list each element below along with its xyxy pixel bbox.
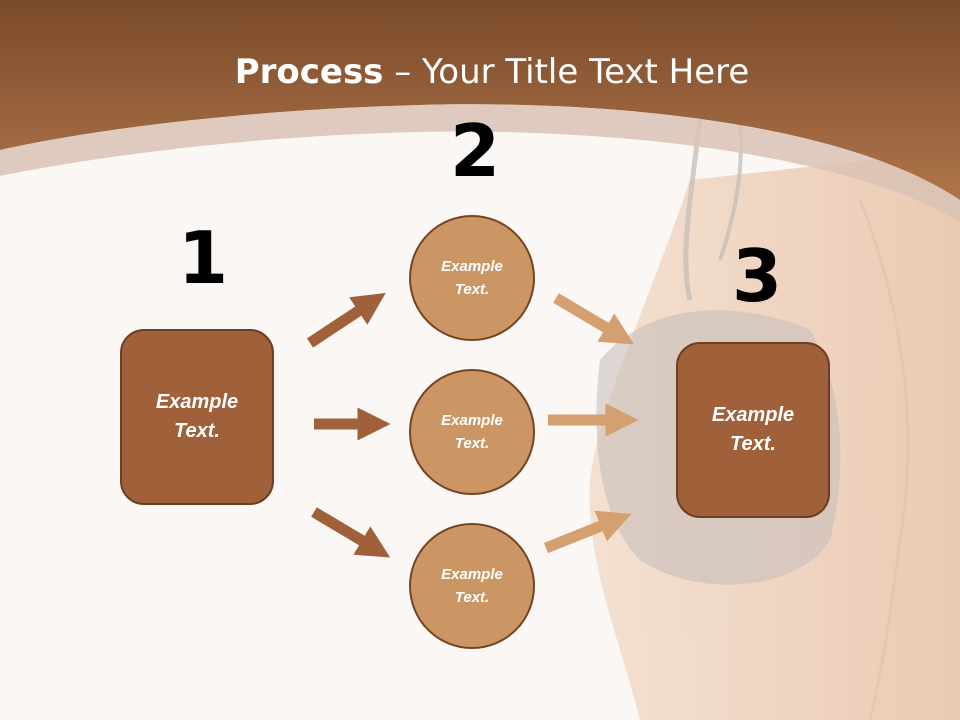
step-number-2: 2 [450, 109, 501, 193]
arrow-bottom-to-right [543, 510, 632, 554]
header-swoosh [0, 104, 960, 222]
right-box: Example Text. [676, 342, 830, 518]
arrow-left-to-top [306, 292, 386, 348]
circle-bottom-text: Example Text. [441, 566, 503, 606]
circle-middle-text: Example Text. [441, 412, 503, 452]
header-band [0, 0, 960, 200]
title-rest: – Your Title Text Here [383, 52, 750, 92]
circle-bottom: Example Text. [409, 523, 535, 649]
arrow-left-to-bottom [311, 507, 391, 558]
left-box: Example Text. [120, 329, 274, 505]
right-box-text: Example Text. [711, 404, 795, 455]
arrow-top-to-right [553, 293, 635, 345]
step-number-3: 3 [732, 234, 783, 318]
circle-top: Example Text. [409, 215, 535, 341]
step-number-1: 1 [178, 216, 229, 300]
circle-middle: Example Text. [409, 369, 535, 495]
left-box-text: Example Text. [155, 391, 239, 442]
slide-title: Process – Your Title Text Here [0, 52, 960, 92]
title-bold: Process [234, 52, 384, 92]
circle-top-text: Example Text. [441, 258, 503, 298]
